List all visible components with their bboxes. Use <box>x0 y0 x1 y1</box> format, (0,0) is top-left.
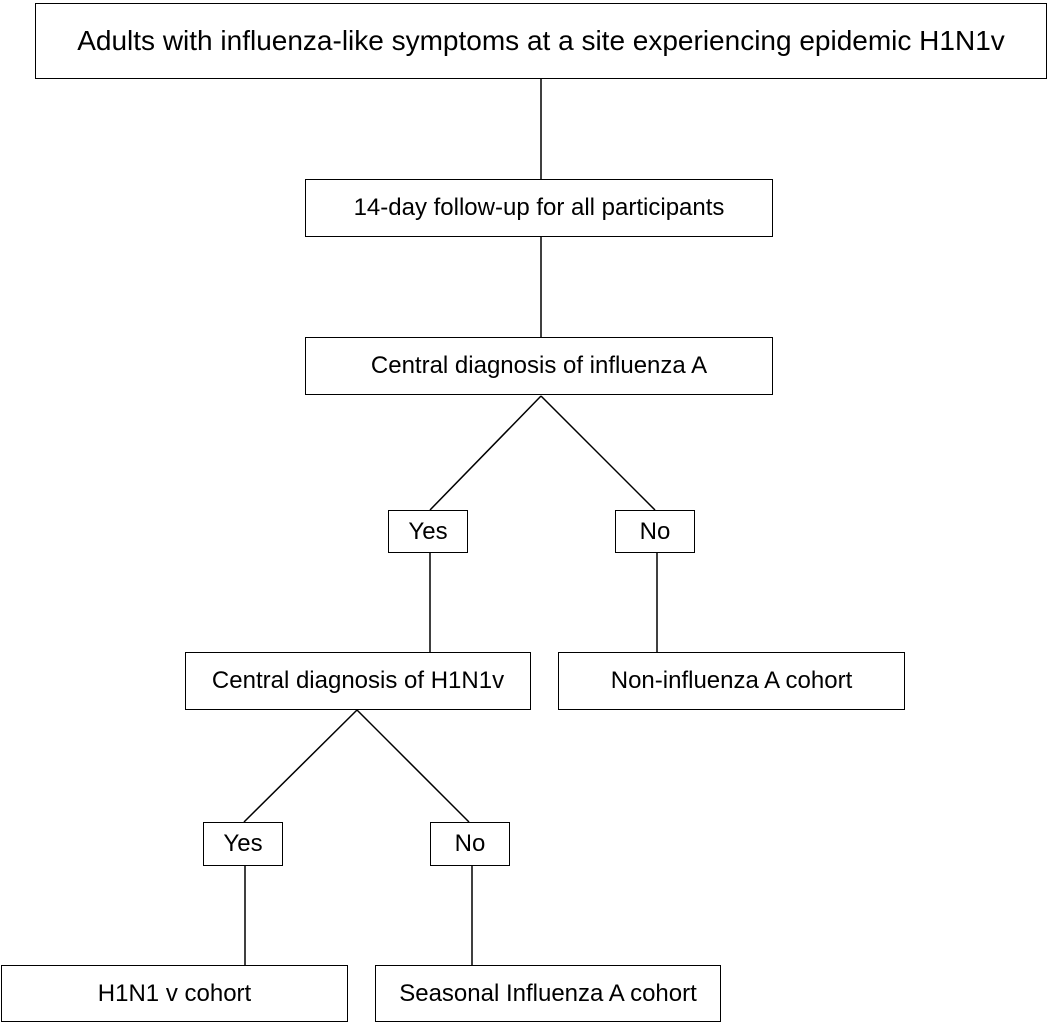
connector-influenza-a-to-no <box>540 395 656 511</box>
influenza-a-no-box: No <box>615 510 695 553</box>
follow-up-box: 14-day follow-up for all participants <box>305 179 773 237</box>
follow-up-label: 14-day follow-up for all participants <box>353 194 725 221</box>
influenza-a-no-label: No <box>639 517 671 545</box>
h1n1v-cohort-box: H1N1 v cohort <box>1 965 348 1022</box>
connector-influenza-a-to-yes <box>429 395 542 511</box>
connector-h1n1v-to-no <box>356 709 470 823</box>
root-population-label: Adults with influenza-like symptoms at a… <box>77 25 1005 56</box>
influenza-a-yes-label: Yes <box>408 517 448 545</box>
h1n1v-yes-label: Yes <box>223 830 263 857</box>
h1n1v-diagnosis-label: Central diagnosis of H1N1v <box>211 667 505 694</box>
influenza-a-diagnosis-label: Central diagnosis of influenza A <box>370 352 708 379</box>
seasonal-influenza-cohort-label: Seasonal Influenza A cohort <box>399 979 697 1007</box>
root-population-box: Adults with influenza-like symptoms at a… <box>35 3 1047 79</box>
h1n1v-cohort-label: H1N1 v cohort <box>97 979 252 1007</box>
h1n1v-no-label: No <box>454 830 486 857</box>
connector-h1n1v-to-yes <box>243 709 358 823</box>
h1n1v-no-box: No <box>430 822 510 866</box>
h1n1v-yes-box: Yes <box>203 822 283 866</box>
influenza-a-diagnosis-box: Central diagnosis of influenza A <box>305 337 773 395</box>
h1n1v-diagnosis-box: Central diagnosis of H1N1v <box>185 652 531 710</box>
influenza-a-yes-box: Yes <box>388 510 468 553</box>
non-influenza-cohort-box: Non-influenza A cohort <box>558 652 905 710</box>
seasonal-influenza-cohort-box: Seasonal Influenza A cohort <box>375 965 721 1022</box>
non-influenza-cohort-label: Non-influenza A cohort <box>610 667 853 694</box>
